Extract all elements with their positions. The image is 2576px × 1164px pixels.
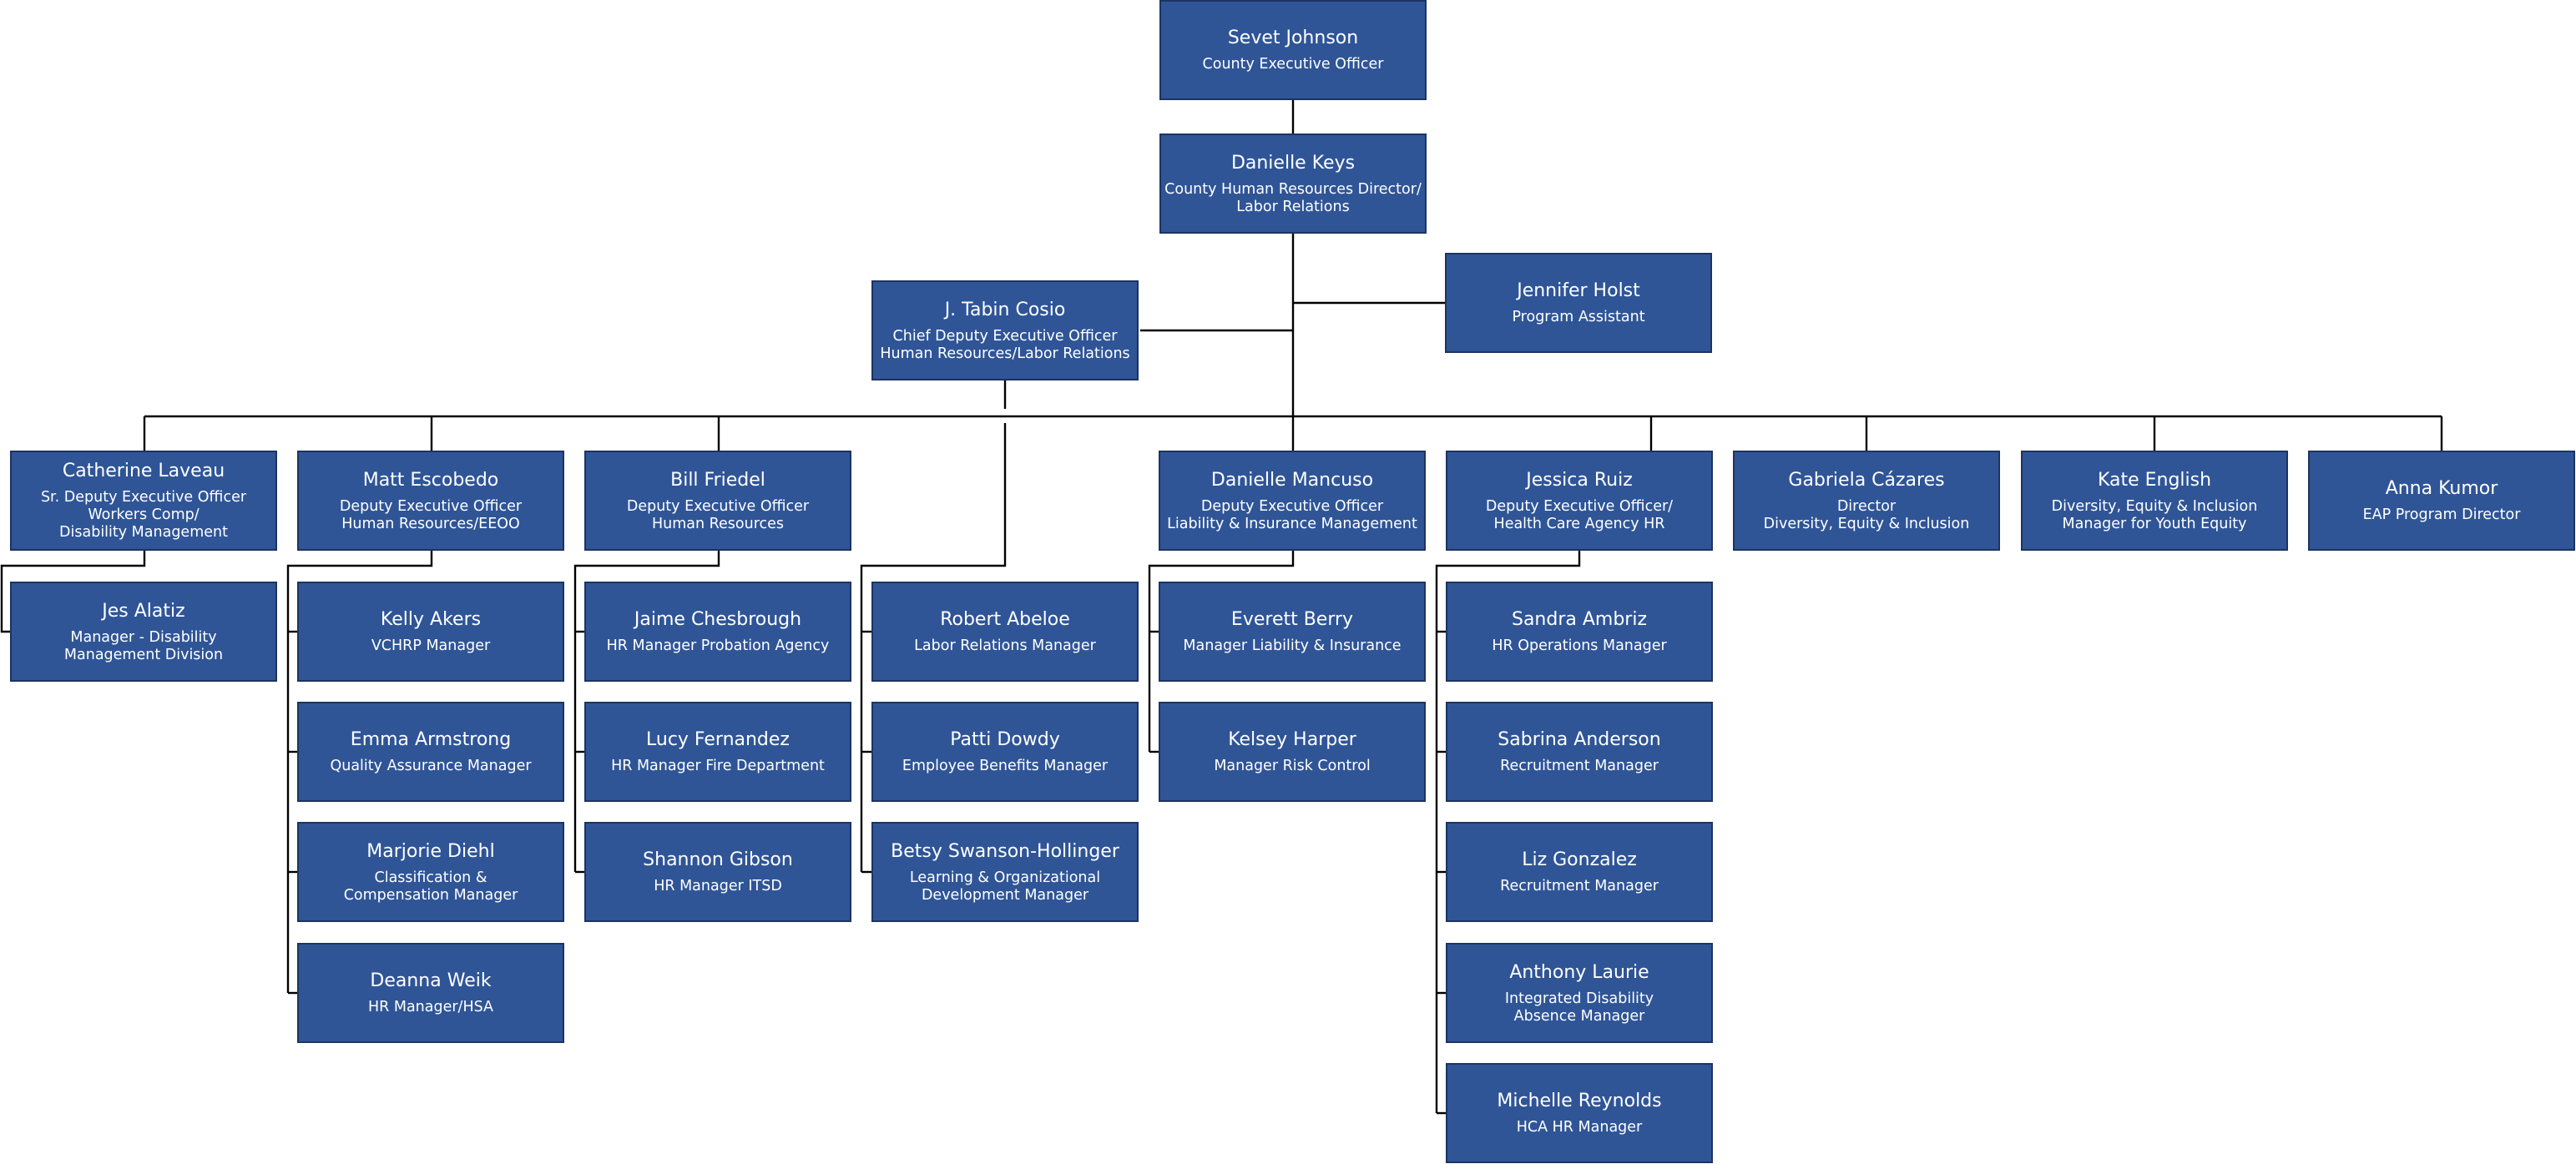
node-name: Danielle Keys — [1230, 152, 1356, 174]
node-title: Sr. Deputy Executive Officer Workers Com… — [40, 489, 247, 541]
node-title: Integrated Disability Absence Manager — [1504, 990, 1654, 1025]
connector-tabin-group — [860, 423, 1007, 872]
node-title: HCA HR Manager — [1516, 1119, 1643, 1136]
node-title: Chief Deputy Executive Officer Human Res… — [880, 327, 1130, 362]
node-title: Labor Relations Manager — [914, 637, 1096, 654]
node-title: Learning & Organizational Development Ma… — [909, 869, 1101, 904]
node-sevet-johnson: Sevet Johnson County Executive Officer — [1159, 0, 1427, 100]
node-title: Deputy Executive Officer Human Resources — [626, 497, 810, 532]
node-name: Anna Kumor — [2385, 478, 2498, 499]
node-catherine-laveau: Catherine Laveau Sr. Deputy Executive Of… — [10, 451, 277, 551]
node-title: Recruitment Manager — [1500, 878, 1659, 894]
node-title: Manager Liability & Insurance — [1183, 637, 1402, 654]
node-title: Quality Assurance Manager — [330, 758, 532, 774]
node-title: Director Diversity, Equity & Inclusion — [1763, 497, 1970, 532]
node-title: HR Manager/HSA — [367, 999, 494, 1015]
node-title: EAP Program Director — [2362, 506, 2521, 523]
node-title: HR Manager Probation Agency — [606, 637, 830, 654]
node-gabriela-cazares: Gabriela Cázares Director Diversity, Equ… — [1733, 451, 2000, 551]
node-name: Sabrina Anderson — [1498, 729, 1661, 750]
node-bill-friedel: Bill Friedel Deputy Executive Officer Hu… — [584, 451, 851, 551]
node-marjorie-diehl: Marjorie Diehl Classification & Compensa… — [297, 822, 564, 922]
node-kelsey-harper: Kelsey Harper Manager Risk Control — [1159, 702, 1426, 802]
node-title: Employee Benefits Manager — [902, 758, 1109, 774]
node-name: Jennifer Holst — [1517, 280, 1640, 301]
node-name: Jes Alatiz — [102, 600, 185, 622]
node-anna-kumor: Anna Kumor EAP Program Director — [2308, 451, 2575, 551]
node-everett-berry: Everett Berry Manager Liability & Insura… — [1159, 582, 1426, 682]
node-name: Lucy Fernandez — [646, 729, 790, 750]
node-title: Classification & Compensation Manager — [343, 869, 518, 904]
node-title: Recruitment Manager — [1500, 758, 1659, 774]
node-kelly-akers: Kelly Akers VCHRP Manager — [297, 582, 564, 682]
node-title: HR Manager ITSD — [654, 878, 782, 894]
node-danielle-keys: Danielle Keys County Human Resources Dir… — [1159, 134, 1427, 234]
node-deanna-weik: Deanna Weik HR Manager/HSA — [297, 943, 564, 1043]
node-kate-english: Kate English Diversity, Equity & Inclusi… — [2021, 451, 2288, 551]
node-emma-armstrong: Emma Armstrong Quality Assurance Manager — [297, 702, 564, 802]
node-sabrina-anderson: Sabrina Anderson Recruitment Manager — [1446, 702, 1713, 802]
node-name: Marjorie Diehl — [366, 840, 495, 862]
node-name: Betsy Swanson-Hollinger — [891, 840, 1119, 862]
node-patti-dowdy: Patti Dowdy Employee Benefits Manager — [871, 702, 1139, 802]
node-danielle-mancuso: Danielle Mancuso Deputy Executive Office… — [1159, 451, 1426, 551]
node-robert-abeloe: Robert Abeloe Labor Relations Manager — [871, 582, 1139, 682]
connector-mancuso-group — [1148, 551, 1295, 752]
node-jessica-ruiz: Jessica Ruiz Deputy Executive Officer/ H… — [1446, 451, 1713, 551]
node-title: Manager Risk Control — [1214, 758, 1371, 774]
node-sandra-ambriz: Sandra Ambriz HR Operations Manager — [1446, 582, 1713, 682]
node-name: Robert Abeloe — [940, 609, 1070, 630]
node-michelle-reynolds: Michelle Reynolds HCA HR Manager — [1446, 1063, 1713, 1163]
node-name: Deanna Weik — [370, 970, 492, 991]
node-name: Jessica Ruiz — [1526, 469, 1633, 491]
connector-bill-group — [573, 551, 720, 872]
node-name: Matt Escobedo — [362, 469, 499, 491]
node-name: Jaime Chesbrough — [634, 609, 802, 630]
node-name: Kelly Akers — [380, 609, 482, 630]
node-shannon-gibson: Shannon Gibson HR Manager ITSD — [584, 822, 851, 922]
node-title: Deputy Executive Officer Liability & Ins… — [1167, 497, 1417, 532]
node-title: Deputy Executive Officer Human Resources… — [339, 497, 523, 532]
connector-catherine-group — [0, 551, 146, 633]
node-jes-alatiz: Jes Alatiz Manager - Disability Manageme… — [10, 582, 277, 682]
connector-jessica-group — [1435, 551, 1581, 1113]
node-title: Program Assistant — [1512, 309, 1645, 325]
node-title: VCHRP Manager — [371, 637, 491, 654]
node-liz-gonzalez: Liz Gonzalez Recruitment Manager — [1446, 822, 1713, 922]
node-matt-escobedo: Matt Escobedo Deputy Executive Officer H… — [297, 451, 564, 551]
node-anthony-laurie: Anthony Laurie Integrated Disability Abs… — [1446, 943, 1713, 1043]
node-title: HR Operations Manager — [1492, 637, 1667, 654]
node-name: Gabriela Cázares — [1788, 469, 1945, 491]
node-name: Kate English — [2097, 469, 2212, 491]
node-title: County Human Resources Director/ Labor R… — [1164, 180, 1422, 215]
node-name: Liz Gonzalez — [1522, 849, 1637, 870]
node-jaime-chesbrough: Jaime Chesbrough HR Manager Probation Ag… — [584, 582, 851, 682]
node-j-tabin-cosio: J. Tabin Cosio Chief Deputy Executive Of… — [871, 280, 1139, 380]
node-title: HR Manager Fire Department — [611, 758, 825, 774]
node-name: Sevet Johnson — [1227, 28, 1359, 48]
node-name: J. Tabin Cosio — [944, 299, 1066, 320]
node-name: Danielle Mancuso — [1210, 469, 1374, 491]
connector-matt-group — [286, 551, 433, 993]
node-name: Michelle Reynolds — [1497, 1091, 1662, 1111]
node-name: Emma Armstrong — [350, 729, 512, 750]
node-name: Everett Berry — [1230, 609, 1354, 630]
node-name: Bill Friedel — [670, 469, 765, 491]
node-name: Catherine Laveau — [62, 461, 225, 481]
node-lucy-fernandez: Lucy Fernandez HR Manager Fire Departmen… — [584, 702, 851, 802]
node-name: Shannon Gibson — [643, 849, 793, 870]
node-jennifer-holst: Jennifer Holst Program Assistant — [1445, 253, 1712, 353]
node-title: County Executive Officer — [1202, 56, 1384, 73]
node-title: Manager - Disability Management Division — [63, 628, 224, 663]
node-name: Anthony Laurie — [1509, 961, 1649, 983]
node-title: Diversity, Equity & Inclusion Manager fo… — [2051, 497, 2258, 532]
node-betsy-swanson-hollinger: Betsy Swanson-Hollinger Learning & Organ… — [871, 822, 1139, 922]
node-title: Deputy Executive Officer/ Health Care Ag… — [1485, 497, 1674, 532]
node-name: Patti Dowdy — [950, 729, 1060, 750]
node-name: Kelsey Harper — [1228, 729, 1356, 750]
node-name: Sandra Ambriz — [1511, 609, 1648, 630]
